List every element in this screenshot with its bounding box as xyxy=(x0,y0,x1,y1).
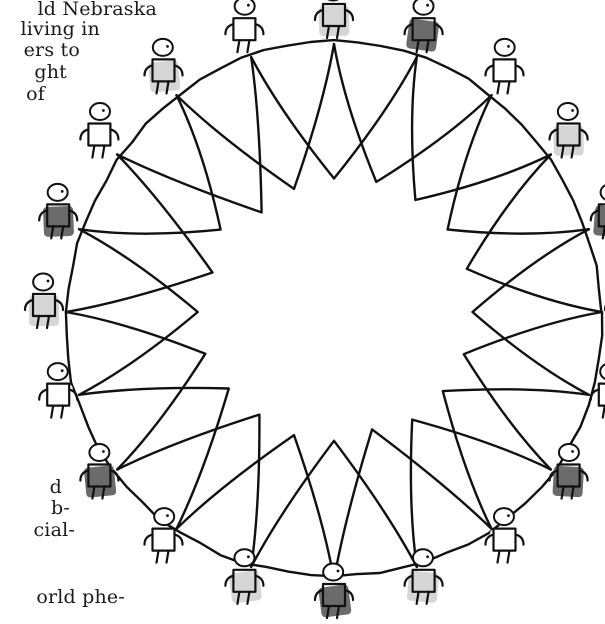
stick-figure xyxy=(80,444,118,499)
figure-head xyxy=(601,184,605,201)
figure-eye xyxy=(61,190,64,193)
stick-figure xyxy=(39,363,77,418)
figure-head xyxy=(48,363,68,380)
figure-eye xyxy=(426,555,429,558)
figure-head xyxy=(559,444,579,461)
figure-eye xyxy=(507,45,510,48)
rope-line xyxy=(473,229,589,395)
figure-eye xyxy=(47,280,50,283)
figure-head xyxy=(154,508,174,525)
stick-figure xyxy=(80,103,118,158)
outer-ring-line xyxy=(66,40,602,576)
figure-eye xyxy=(102,109,105,112)
figure-head xyxy=(413,549,433,566)
rope-ring xyxy=(66,40,602,580)
figure-head xyxy=(90,103,110,120)
rope-line xyxy=(411,420,551,567)
stick-figure xyxy=(315,0,353,38)
figure-eye xyxy=(102,450,105,453)
figure-head xyxy=(153,39,173,56)
figure-head xyxy=(414,0,434,15)
rope-line xyxy=(79,229,198,395)
figure-head xyxy=(323,0,343,1)
figure-eye xyxy=(426,4,429,7)
figure-head xyxy=(48,184,68,201)
figure-eye xyxy=(247,4,250,7)
figure-head xyxy=(600,363,605,380)
rope-line xyxy=(251,57,417,178)
figure-eye xyxy=(571,109,574,112)
figure-eye xyxy=(571,450,574,453)
figure-head xyxy=(558,103,578,120)
stick-figure xyxy=(25,274,63,329)
figure-head xyxy=(89,444,109,461)
rope-line xyxy=(117,415,259,567)
figure-eye xyxy=(166,45,169,48)
stick-figure xyxy=(405,0,443,52)
stick-figure xyxy=(145,508,183,563)
figure-eye xyxy=(337,570,340,573)
stick-figure xyxy=(550,444,588,499)
figure-head xyxy=(323,564,343,581)
figure-head xyxy=(495,39,515,56)
rope-line xyxy=(251,441,417,567)
stick-figure xyxy=(486,39,524,94)
figure-head xyxy=(494,508,514,525)
stick-figure xyxy=(225,0,263,52)
stick-figure xyxy=(486,508,524,563)
stick-figure xyxy=(39,184,77,239)
stick-figure xyxy=(145,39,183,94)
figure-head xyxy=(33,274,53,291)
stick-figure xyxy=(550,103,588,158)
figures-circle xyxy=(25,0,605,618)
figure-eye xyxy=(166,514,169,517)
figure-head xyxy=(235,0,255,15)
figure-eye xyxy=(247,555,250,558)
stick-figure xyxy=(315,564,353,619)
figure-eye xyxy=(61,369,64,372)
figure-head xyxy=(234,549,254,566)
stick-figure xyxy=(225,549,263,604)
figure-eye xyxy=(507,514,510,517)
stick-figure xyxy=(591,184,605,239)
